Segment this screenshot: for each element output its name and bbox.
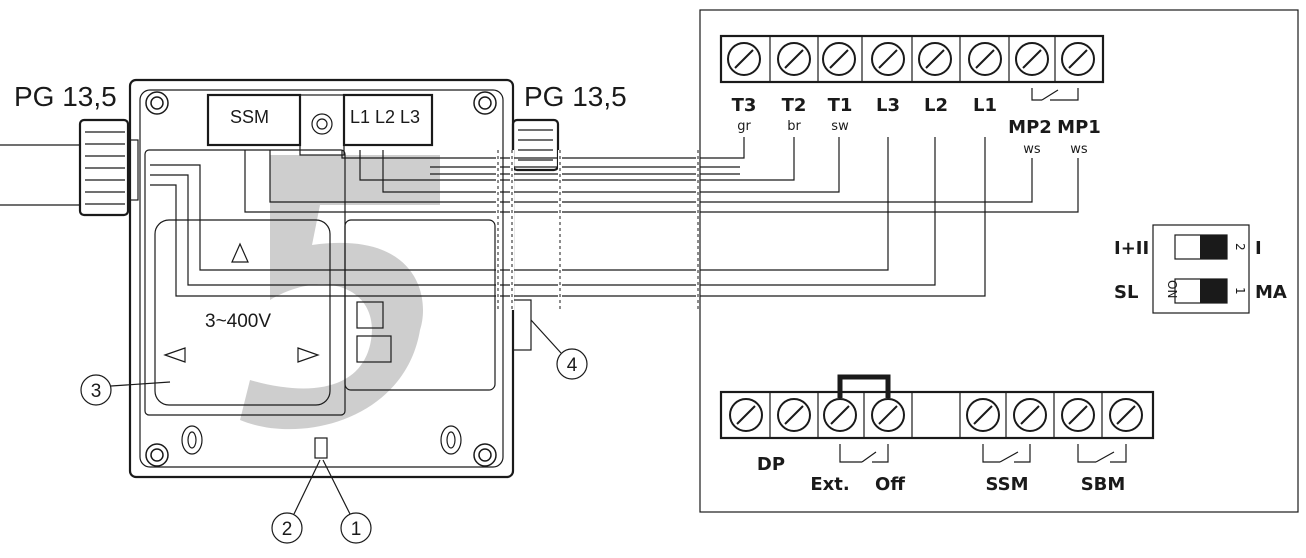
- terminal-l2-label: L2: [924, 95, 948, 116]
- cable-gland-left: [0, 118, 139, 217]
- terminal-t1-label: T1: [828, 95, 853, 116]
- terminal-t2-label: T2: [782, 95, 807, 116]
- terminal-t2-color: br: [787, 119, 801, 134]
- bottom-terminal-block: [719, 374, 1155, 463]
- dip-switch-1-number: 1: [1233, 287, 1247, 295]
- terminal-t1-color: sw: [831, 119, 849, 134]
- callout-3: 3: [80, 374, 171, 406]
- watermark-number: [240, 155, 440, 430]
- callout-2: 2: [271, 459, 321, 544]
- callout-4: 4: [530, 319, 588, 380]
- svg-text:4: 4: [567, 355, 578, 376]
- voltage-label: 3~400V: [205, 311, 271, 332]
- terminal-mp1-color: ws: [1070, 142, 1088, 157]
- dip-switch-2-number: 2: [1233, 243, 1247, 251]
- dp-label: DP: [757, 454, 785, 475]
- terminal-t3-color: gr: [737, 119, 751, 134]
- dip-on-label: ON: [1165, 280, 1179, 298]
- dip-top-left-label: I+II: [1114, 238, 1149, 259]
- terminal-mp1-label: MP1: [1057, 117, 1101, 138]
- power-terminal-label: L1 L2 L3: [350, 107, 420, 127]
- sbm-label: SBM: [1081, 474, 1126, 495]
- top-terminal-block: [719, 34, 1105, 101]
- ssm-label: SSM: [985, 474, 1028, 495]
- control-box: [0, 78, 1079, 479]
- ssm-terminal-label: SSM: [230, 107, 269, 127]
- gland-left-label: PG 13,5: [14, 81, 117, 112]
- terminal-t3-label: T3: [732, 95, 757, 116]
- dip-top-right-label: I: [1255, 238, 1262, 259]
- svg-text:1: 1: [351, 519, 362, 540]
- off-label: Off: [875, 474, 905, 495]
- dip-bottom-right-label: MA: [1255, 282, 1287, 303]
- svg-text:3: 3: [91, 381, 102, 402]
- svg-text:2: 2: [282, 519, 293, 540]
- gland-right-label: PG 13,5: [524, 81, 627, 112]
- dip-bottom-left-label: SL: [1114, 282, 1138, 303]
- terminal-mp2-color: ws: [1023, 142, 1041, 157]
- terminal-mp2-label: MP2: [1008, 117, 1052, 138]
- ext-label: Ext.: [810, 474, 849, 495]
- wire-bundle: [150, 137, 1079, 297]
- dip-switch[interactable]: [1152, 224, 1250, 314]
- terminal-panel: [699, 9, 1299, 513]
- terminal-l1-label: L1: [973, 95, 997, 116]
- callout-1: 1: [322, 459, 372, 544]
- cable-gland-right: [511, 118, 560, 172]
- terminal-l3-label: L3: [876, 95, 900, 116]
